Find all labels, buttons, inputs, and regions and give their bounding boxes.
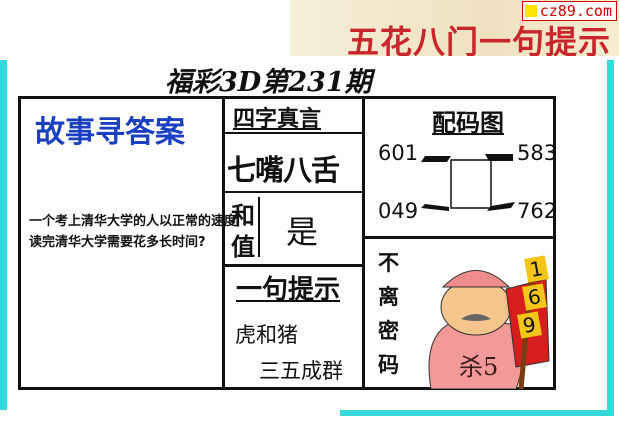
divider — [362, 99, 365, 390]
code-bottom-left: 049 — [378, 199, 419, 223]
divider — [225, 264, 362, 267]
divider — [225, 132, 362, 134]
story-heading: 故事寻答案 — [35, 115, 185, 150]
four-words-phrase: 七嘴八舌 — [227, 153, 340, 187]
story-question-line1: 一个考上清华大学的人以正常的速度 — [29, 214, 238, 229]
secret-char: 不 — [378, 251, 399, 275]
secret-char: 离 — [378, 285, 399, 309]
banner-digit: 6 — [522, 283, 547, 311]
code-top-left: 601 — [378, 141, 419, 165]
hint-line2: 三五成群 — [259, 359, 343, 383]
divider — [258, 197, 260, 257]
top-banner: 五花八门一句提示 cz89.com — [290, 0, 619, 56]
hint-heading: 一句提示 — [236, 275, 341, 305]
secret-char: 密 — [378, 319, 399, 343]
story-question-line2: 读完清华大学需要花多长时间? — [29, 235, 206, 250]
four-words-heading: 四字真言 — [233, 107, 322, 132]
sum-label-1: 和 — [231, 202, 255, 230]
code-connector-diagram — [421, 154, 515, 211]
puzzle-grid: 故事寻答案 一个考上清华大学的人以正常的速度 读完清华大学需要花多长时间? 四字… — [18, 96, 558, 390]
banner-title: 五花八门一句提示 — [346, 23, 611, 56]
yellow-square-icon — [524, 5, 537, 17]
divider — [225, 191, 362, 193]
frame-right — [607, 60, 614, 415]
code-bottom-right: 762 — [517, 199, 558, 223]
frame-bottom — [340, 410, 614, 416]
banner-digit: 9 — [517, 311, 542, 339]
site-badge[interactable]: cz89.com — [521, 1, 617, 21]
site-label: cz89.com — [539, 2, 612, 20]
hint-line1: 虎和猪 — [235, 323, 298, 347]
kill-number: 杀5 — [459, 353, 499, 381]
code-top-right: 583 — [517, 141, 558, 165]
code-map-heading: 配码图 — [432, 109, 504, 137]
issue-title: 福彩3D第231期 — [165, 67, 372, 98]
sum-label-2: 值 — [231, 233, 255, 261]
divider — [365, 236, 556, 239]
banner-digit: 1 — [524, 255, 549, 283]
secret-char: 码 — [378, 353, 399, 377]
sum-value: 是 — [286, 213, 319, 251]
frame-left — [0, 60, 7, 410]
divider — [222, 99, 225, 390]
